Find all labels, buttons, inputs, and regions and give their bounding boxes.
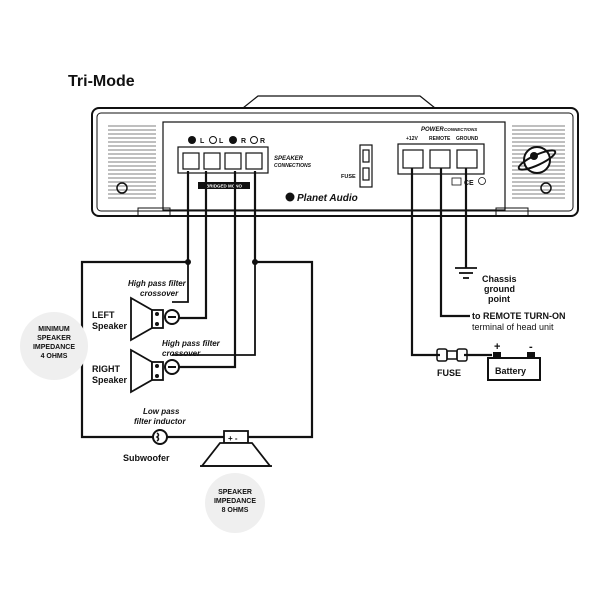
power-terminal-remote-label: REMOTE [429, 136, 451, 142]
battery-icon [487, 352, 541, 381]
subwoofer-label: Subwoofer [123, 453, 170, 463]
speaker-connections-label-1: SPEAKER [274, 156, 304, 162]
wiring [80, 168, 492, 439]
subwoofer-icon [200, 430, 272, 467]
terminal-label-l-neg: L [219, 138, 224, 145]
right-speaker-icon [130, 348, 164, 394]
power-connections-label-1: POWER [421, 127, 444, 133]
left-speaker-icon [130, 296, 164, 342]
min-impedance-badge [20, 312, 88, 380]
remote-label-2: terminal of head unit [472, 322, 554, 332]
bridged-label: BRIDGED MONO [206, 184, 242, 189]
chassis-label-3: point [488, 294, 510, 304]
brand-logo-icon [285, 192, 295, 202]
speaker-terminal-block [177, 146, 269, 174]
terminal-label-r-neg: R [260, 138, 265, 145]
right-speaker-terminals [155, 364, 159, 378]
speaker-terminal-polarity-icons [188, 136, 258, 144]
screw-icon [116, 182, 128, 194]
power-terminal-ground-label: GROUND [456, 136, 479, 142]
left-heatsink [108, 125, 156, 199]
amplifier [91, 95, 579, 217]
left-speaker-terminals [155, 312, 159, 326]
speaker-impedance-badge [205, 473, 265, 533]
hpf-right-label-2: crossover [162, 349, 201, 358]
battery-minus-sign: - [529, 341, 533, 353]
speaker-impedance-label-1: SPEAKER [218, 489, 252, 496]
cert-ce-mark: CE [464, 180, 474, 187]
amp-fuse-label: FUSE [341, 174, 356, 180]
inline-fuse-label: FUSE [437, 368, 461, 378]
lpf-label-1: Low pass [143, 407, 180, 416]
battery-plus-sign: + [494, 341, 500, 353]
left-speaker-label-2: Speaker [92, 321, 128, 331]
terminal-label-r-pos: R [241, 138, 246, 145]
hpf-left-label-2: crossover [140, 289, 179, 298]
hpf-left-label-1: High pass filter [128, 279, 187, 288]
right-speaker-label-2: Speaker [92, 375, 128, 385]
brand-name: Planet Audio [297, 193, 358, 204]
battery-label: Battery [495, 366, 526, 376]
speaker-connections-label-2: CONNECTIONS [274, 163, 312, 169]
power-terminal-12v-label: +12V [406, 136, 418, 142]
chassis-label-1: Chassis [482, 274, 517, 284]
right-speaker-label-1: RIGHT [92, 364, 121, 374]
inline-fuse-icon [436, 348, 468, 362]
ground-symbol-icon [455, 267, 477, 279]
hpf-left-capacitor-icon [164, 309, 180, 325]
subwoofer-polarity: + - [228, 434, 238, 443]
min-impedance-label-3: IMPEDANCE [33, 344, 75, 351]
power-connections-label-2: CONNECTIONS [444, 127, 477, 132]
hpf-right-label-1: High pass filter [162, 339, 221, 348]
min-impedance-label-1: MINIMUM [38, 326, 70, 333]
left-speaker-label-1: LEFT [92, 310, 115, 320]
planet-logo-icon [517, 146, 557, 174]
junction-dots [185, 259, 258, 265]
terminal-label-l-pos: L [200, 138, 205, 145]
min-impedance-label-2: SPEAKER [37, 335, 71, 342]
chassis-label-2: ground [484, 284, 515, 294]
lpf-label-2: filter inductor [134, 417, 186, 426]
speaker-impedance-label-3: 8 OHMS [222, 507, 249, 514]
bridged-bar: BRIDGED MONO [198, 182, 250, 189]
screw-icon [540, 182, 552, 194]
min-impedance-label-4: 4 OHMS [41, 353, 68, 360]
speaker-impedance-label-2: IMPEDANCE [214, 498, 256, 505]
hpf-right-capacitor-icon [164, 359, 180, 375]
lpf-inductor-icon [152, 429, 168, 445]
diagram-title: Tri-Mode [68, 73, 135, 90]
remote-label-1: to REMOTE TURN-ON [472, 311, 566, 321]
cert-marks: CE [451, 177, 486, 187]
amp-fuse-holder [359, 144, 373, 188]
